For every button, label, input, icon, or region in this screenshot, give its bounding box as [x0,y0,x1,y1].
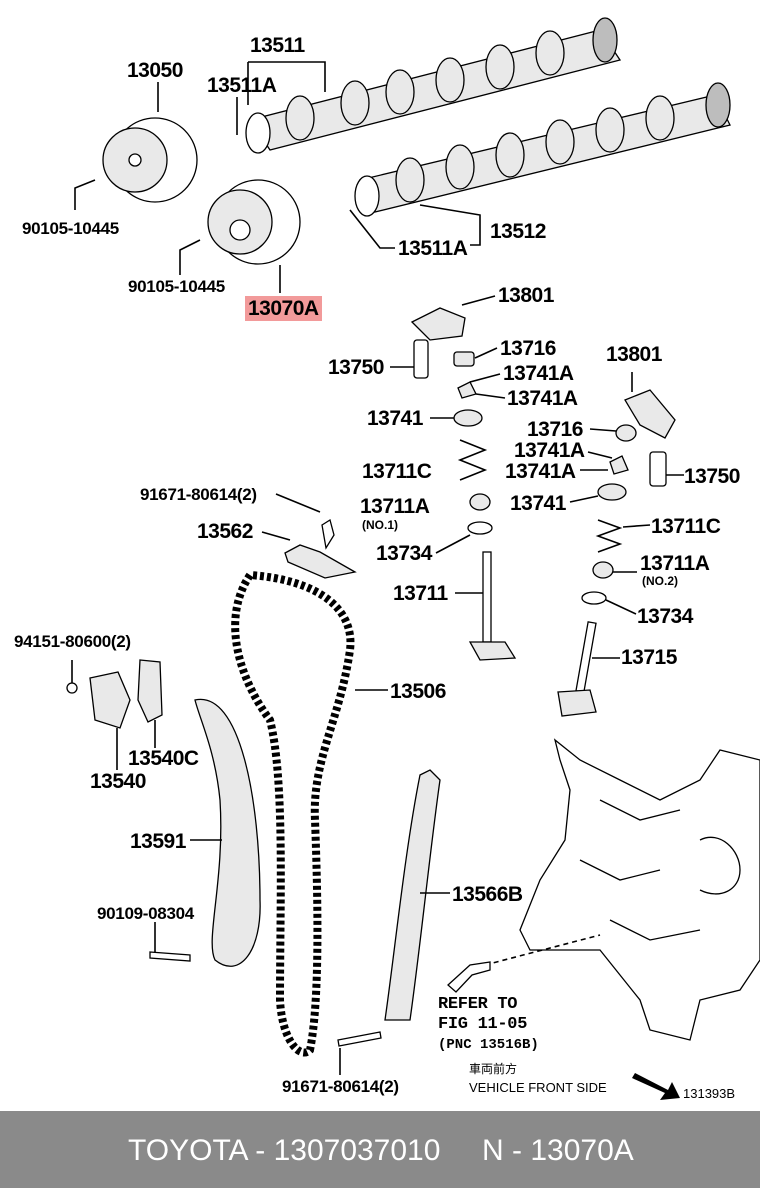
label-fig: FIG 11-05 [438,1015,528,1034]
label-13070A-highlighted[interactable]: 13070A [245,296,322,321]
footer-part-number: TOYOTA - 1307037010 [128,1134,441,1167]
label-13511: 13511 [250,34,305,57]
label-13716-right: 13716 [527,418,583,441]
label-13801-top: 13801 [498,284,554,307]
label-13711A-left: 13711A [360,495,430,518]
camshaft-13511 [245,17,622,154]
footer-bar: TOYOTA - 1307037010 N - 13070A [0,1111,760,1188]
label-13506: 13506 [390,680,446,703]
label-13511A-bottom: 13511A [398,237,468,260]
gear-13070A [207,179,301,265]
label-no1: (NO.1) [362,518,398,532]
label-13050: 13050 [127,59,183,82]
label-13716-top: 13716 [500,337,556,360]
label-90109: 90109-08304 [97,904,194,923]
label-13741-left: 13741 [367,407,423,430]
label-13741A-3: 13741A [514,439,585,462]
label-94151: 94151-80600(2) [14,632,131,651]
label-jp-front: 車両前方 [469,1062,518,1076]
camshaft-13512 [354,82,731,217]
label-13750-right: 13750 [684,465,740,488]
label-13711C-left: 13711C [362,460,432,483]
label-13512: 13512 [490,220,546,243]
label-vehicle-front-side: VEHICLE FRONT SIDE [469,1080,607,1095]
label-13540: 13540 [90,770,146,793]
label-13801-right: 13801 [606,343,662,366]
label-13511A-top: 13511A [207,74,277,97]
engine-block [519,738,760,1041]
label-no2: (NO.2) [642,574,678,588]
diagram-drawing [66,17,760,1100]
label-diagram-code: 131393B [683,1086,736,1101]
label-13741-right: 13741 [510,492,566,515]
footer-reference: N - 13070A [482,1134,634,1167]
label-90105-2: 90105-10445 [128,277,225,296]
timing-chain-13506 [231,571,355,1057]
label-refer-to: REFER TO [438,995,518,1014]
label-13734-left: 13734 [376,542,432,565]
label-90105-1: 90105-10445 [22,219,119,238]
gear-13050 [102,117,198,203]
label-13566B: 13566B [452,883,523,906]
parts-diagram [66,17,760,1100]
rocker-arm-13801-right [624,389,676,439]
label-13741A-4: 13741A [505,460,576,483]
label-13540C: 13540C [128,747,199,770]
label-13562: 13562 [197,520,253,543]
label-91671-bottom: 91671-80614(2) [282,1077,399,1096]
label-13750-left: 13750 [328,356,384,379]
label-pnc: (PNC 13516B) [438,1037,539,1053]
label-91671-top: 91671-80614(2) [140,485,257,504]
label-13711C-right: 13711C [651,515,721,538]
label-13715: 13715 [621,646,677,669]
label-13741A-2: 13741A [507,387,578,410]
label-13711: 13711 [393,582,448,605]
label-13734-right: 13734 [637,605,693,628]
label-13741A-1: 13741A [503,362,574,385]
label-13711A-right: 13711A [640,552,710,575]
label-13591: 13591 [130,830,186,853]
rocker-arm-13801-top [410,307,466,341]
